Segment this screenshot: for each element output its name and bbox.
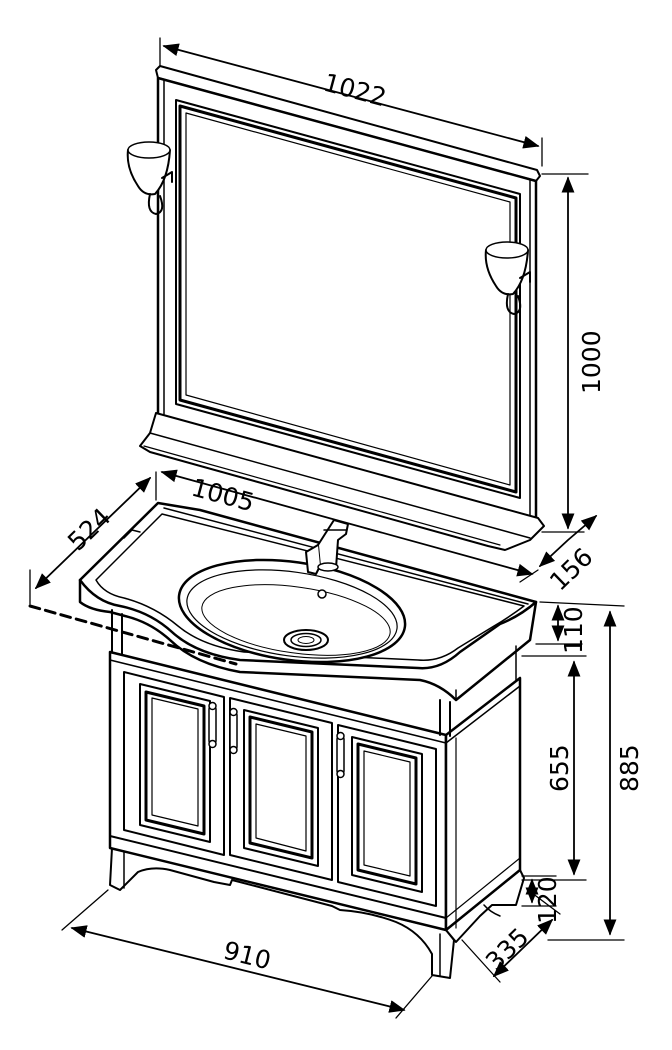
wall-lamp-right <box>484 241 531 315</box>
cabinet-base <box>109 847 525 979</box>
cabinet-door-middle <box>229 697 333 881</box>
wall-line-dashed <box>28 604 238 666</box>
cabinet-door-left <box>123 671 225 856</box>
dim-cabinet-body-height: 655 <box>545 744 574 792</box>
door-handle-icon <box>336 731 345 779</box>
dim-basin-height: 110 <box>559 606 588 654</box>
dim-legs-height: 120 <box>533 876 562 924</box>
drain-icon <box>283 629 329 651</box>
dim-mirror-width: 1022 <box>320 68 389 112</box>
wall-lamp-left <box>126 141 173 215</box>
dim-shelf-depth: 156 <box>544 542 598 596</box>
door-handles <box>208 701 345 779</box>
door-handle-icon <box>229 707 238 755</box>
dimension-lines <box>29 37 625 1019</box>
door-handle-icon <box>208 701 217 749</box>
overflow-hole <box>317 589 327 599</box>
dim-cabinet-width: 910 <box>221 936 274 976</box>
dim-total-height: 885 <box>615 744 644 792</box>
cabinet-door-right <box>337 724 437 907</box>
dim-mirror-height: 1000 <box>577 330 606 394</box>
dim-basin-depth: 524 <box>62 502 116 556</box>
